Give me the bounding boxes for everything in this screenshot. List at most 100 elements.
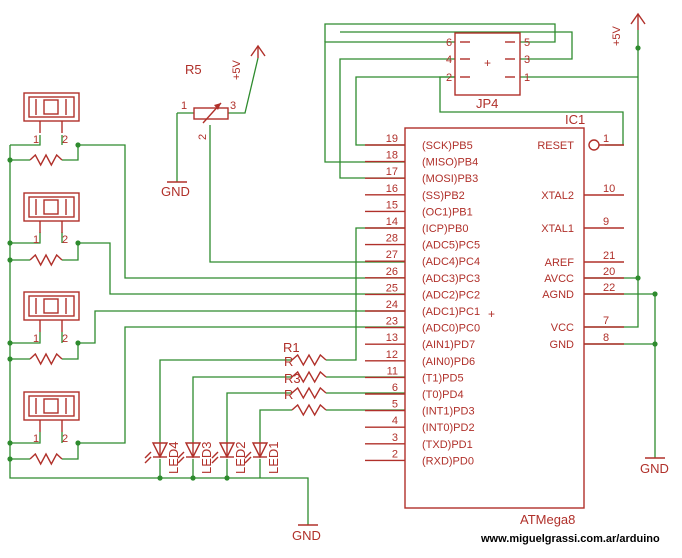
vcc-right-label: +5V [611,25,623,46]
ic-pin-number: 26 [386,266,398,278]
ic-pin-number: 15 [386,199,398,211]
ic-pin-name: AVCC [544,273,574,285]
r5-potentiometer: R5 1 3 2 +5V GND [161,44,266,199]
r1-resistor [291,353,327,367]
ic-pin-number: 6 [392,382,398,394]
junctions [7,45,658,481]
ic-pin-name: (ADC0)PC0 [422,323,480,335]
led-4: LED4 [144,441,181,474]
pulldown-resistor [29,253,63,267]
ic-pin-number: 27 [386,249,398,261]
ic-pin-name: (MISO)PB4 [422,157,478,169]
svg-text:+: + [488,307,495,321]
website-label: www.miguelgrassi.com.ar/arduino [480,533,660,545]
ic-pin-name: (T0)PD4 [422,389,464,401]
ic-pin-number: 10 [603,183,615,195]
ic-pin-number: 11 [387,365,398,377]
ic-right-pins: 1RESET10XTAL29XTAL121AREF20AVCC22AGND7VC… [537,133,624,351]
switch-pin-1: 1 [33,134,39,146]
r5-gnd-label: GND [161,184,190,199]
ic-pin-name: RESET [537,140,574,152]
ic-pin-name: (MOSI)PB3 [422,173,478,185]
switch-pin-2: 2 [62,333,68,345]
led-2: LED2 [211,441,248,474]
led-3: LED3 [177,441,214,474]
ic-ref-label: IC1 [565,112,585,127]
ic-pin-name: (ADC5)PC5 [422,240,480,252]
switch-pin-2: 2 [62,234,68,246]
r1-resistor [291,386,327,400]
r5-pin-2: 2 [197,134,209,140]
r5-pin-1: 1 [181,100,187,112]
ic-pin-name: (INT0)PD2 [422,422,475,434]
ic-left-pins: 19(SCK)PB518(MISO)PB417(MOSI)PB316(SS)PB… [365,133,480,467]
led-label: LED1 [266,441,281,474]
ic-atmega8: IC1 ATMega8 19(SCK)PB518(MISO)PB417(MOSI… [365,112,624,527]
ic-pin-name: AGND [542,289,574,301]
ic-pin-number: 14 [386,216,398,228]
r1-ref-label: R1 [283,340,300,355]
led-1: LED1 [244,441,281,474]
ic-part-label: ATMega8 [520,512,575,527]
gnd-right-label: GND [640,461,669,476]
jp4-pin-2: 2 [446,72,452,84]
jp4-pin-5: 5 [524,37,530,49]
ic-pin-number: 22 [603,282,615,294]
jp4-pin-1: 1 [524,72,530,84]
pulldown-resistor [29,352,63,366]
ic-pin-number: 1 [603,133,609,145]
r1-row-label-3: R [284,387,293,402]
ic-pin-number: 21 [603,250,615,262]
r1-resistor [291,370,327,384]
ic-pin-name: (AIN1)PD7 [422,339,475,351]
r1-resistor [291,403,327,417]
ic-pin-name: (OC1)PB1 [422,206,473,218]
ic-pin-name: (TXD)PD1 [422,439,473,451]
ic-pin-number: 13 [386,332,398,344]
ic-pin-name: GND [550,339,575,351]
pulldown-resistor [29,153,63,167]
switch-pin-2: 2 [62,134,68,146]
power-right: +5V GND [611,12,669,476]
ic-pin-number: 12 [386,349,398,361]
jp4-pin-6: 6 [446,37,452,49]
jp4-pin-4: 4 [446,54,452,66]
ic-pin-number: 28 [386,233,398,245]
ic-pin-number: 23 [386,316,398,328]
jp4-ref-label: JP4 [476,96,498,111]
led-label: LED3 [199,441,214,474]
ic-pin-number: 25 [386,282,398,294]
switch-pin-2: 2 [62,433,68,445]
ic-pin-name: VCC [551,322,574,334]
r1-resistor-network: R1 R R3 R [283,340,327,417]
ic-pin-name: (ADC4)PC4 [422,256,480,268]
jp4-header: + 6 4 2 5 3 1 JP4 [446,32,530,111]
r5-pin-3: 3 [230,100,236,112]
ic-pin-number: 4 [392,415,398,427]
ic-pin-number: 5 [392,399,398,411]
ic-pin-number: 16 [386,183,398,195]
ic-pin-name: (RXD)PD0 [422,455,474,467]
r1-row-label-2: R3 [284,371,301,386]
gnd-bottom-label: GND [292,528,321,543]
ic-pin-name: AREF [545,257,575,269]
ic-pin-number: 3 [392,432,398,444]
ic-pin-number: 9 [603,216,609,228]
ic-pin-number: 7 [603,315,609,327]
pulldown-resistor [29,452,63,466]
ic-pin-name: XTAL2 [541,190,574,202]
ic-pin-name: (ICP)PB0 [422,223,468,235]
ic-pin-name: XTAL1 [541,223,574,235]
ic-pin-name: (ADC3)PC3 [422,273,480,285]
r5-ref-label: R5 [185,62,202,77]
ic-pin-name: (SS)PB2 [422,190,465,202]
ic-pin-number: 24 [386,299,398,311]
ic-pin-name: (AIN0)PD6 [422,356,475,368]
ic-pin-number: 19 [386,133,398,145]
led-label: LED2 [233,441,248,474]
ic-pin-name: (ADC2)PC2 [422,289,480,301]
